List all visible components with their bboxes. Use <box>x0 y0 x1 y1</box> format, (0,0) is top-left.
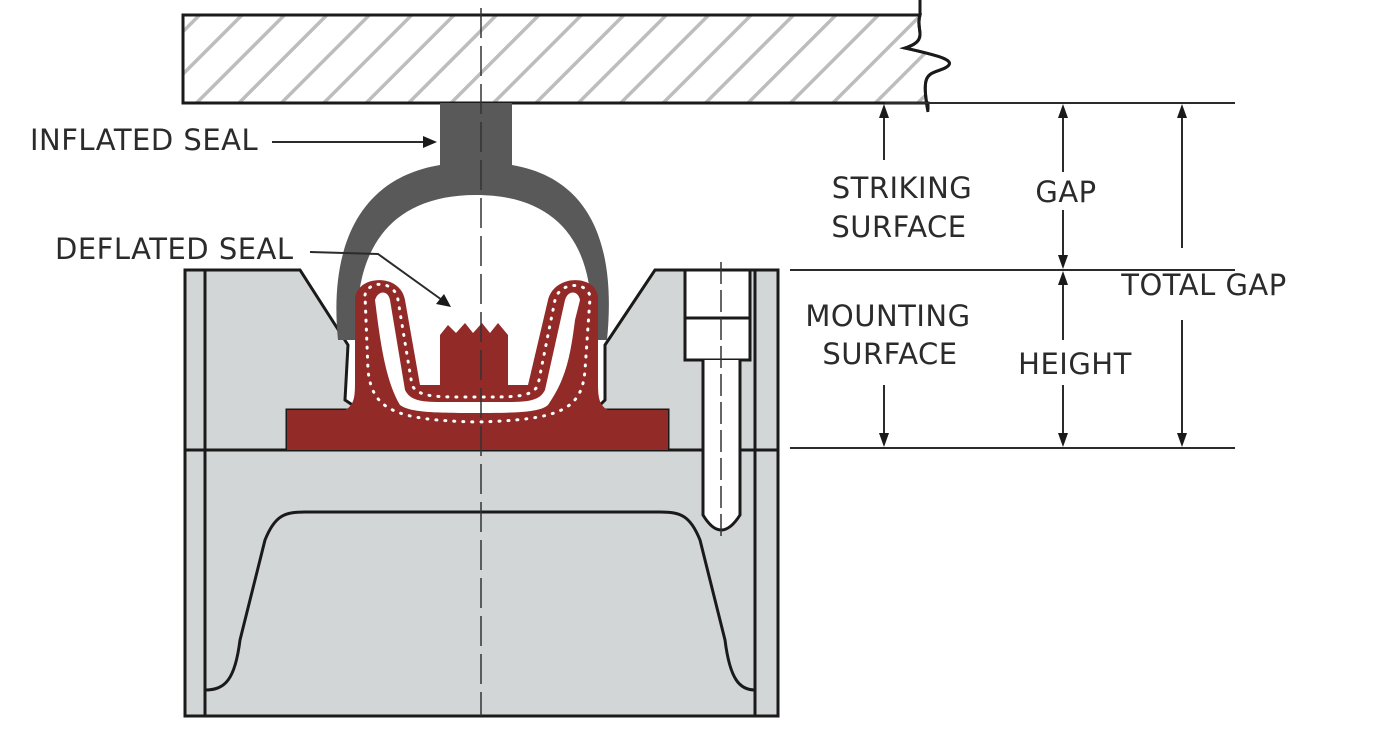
striking-surface-label-line1: STRIKING <box>832 171 973 205</box>
striking-surface-label-line2: SURFACE <box>831 210 966 244</box>
mounting-surface-label-line2: SURFACE <box>822 337 957 371</box>
label-leaders <box>272 136 451 307</box>
total-gap-label: TOTAL GAP <box>1120 268 1287 302</box>
striking-plate <box>181 0 951 113</box>
mounting-bolt <box>683 262 752 540</box>
dimension-lines <box>790 102 1235 449</box>
inflated-seal <box>336 103 609 340</box>
height-label: HEIGHT <box>1018 347 1132 381</box>
deflated-seal <box>287 280 668 450</box>
mounting-surface-label-line1: MOUNTING <box>805 299 970 333</box>
inflated-seal-label: INFLATED SEAL <box>30 123 258 157</box>
gap-label: GAP <box>1035 175 1096 209</box>
deflated-seal-label: DEFLATED SEAL <box>55 232 294 266</box>
